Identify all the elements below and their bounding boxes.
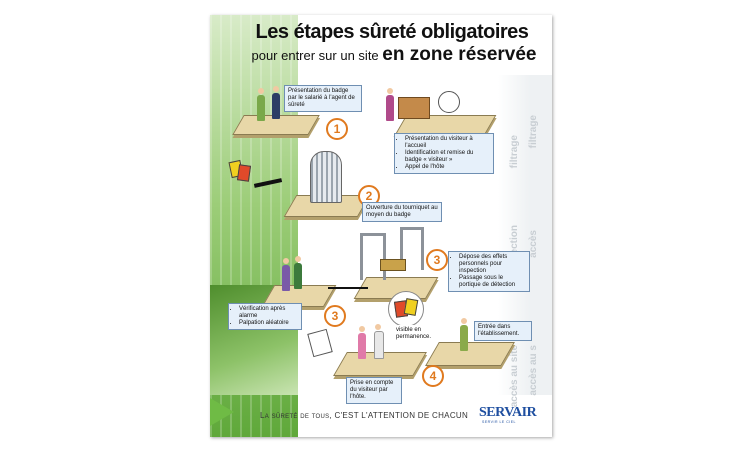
host-portrait-icon	[438, 91, 460, 113]
callout-turnstile: Ouverture du tourniquet au moyen du badg…	[362, 202, 442, 222]
callout-visitor-reception: Présentation du visiteur à l'accueil Ide…	[394, 133, 494, 174]
visitor-figure	[386, 95, 394, 121]
detection-portal-left	[360, 233, 386, 280]
callout-badge-presentation: Présentation du badge par le salarié à l…	[284, 85, 362, 112]
callout-verification: Vérification après alarme Palpation aléa…	[228, 303, 302, 330]
employee-head	[258, 88, 264, 94]
red-badge-icon	[236, 164, 252, 182]
security-agent-head	[273, 86, 279, 92]
host-head	[359, 326, 365, 332]
reception-desk	[398, 97, 430, 119]
step-number-1: 1	[326, 118, 348, 140]
inspected-person-head	[295, 256, 301, 262]
inspection-tray	[380, 259, 406, 271]
step-number-3: 3	[426, 249, 448, 271]
detection-portal-right	[400, 227, 424, 270]
footer-slogan: La sûreté de tous, C'EST L'ATTENTION DE …	[260, 411, 468, 420]
palpation-agent-head	[283, 258, 289, 264]
poster-title-line2: pour entrer sur un site en zone réservée	[238, 44, 550, 66]
side-fade-column	[498, 75, 552, 395]
step-number-4: 4	[422, 365, 444, 387]
entering-visitor-figure	[460, 325, 468, 351]
slogan-start: La sûreté de tous,	[260, 411, 332, 420]
callout-host: Prise en compte du visiteur par l'hôte.	[346, 377, 402, 404]
callout-entry: Entrée dans l'établissement.	[474, 321, 532, 341]
title-prefix: pour entrer sur un site	[251, 48, 379, 63]
palpation-agent-figure	[282, 265, 290, 291]
employee-figure	[257, 95, 265, 121]
poster-title-line1: Les étapes sûreté obligatoires	[255, 21, 529, 43]
title-emphasis: en zone réservée	[382, 44, 537, 65]
side-word-acces-au-site: accès au site	[509, 345, 520, 408]
green-arrow-icon	[210, 398, 234, 426]
side-word-acces-au-s: accès au s	[528, 345, 539, 396]
host-figure	[358, 333, 366, 359]
side-word-filtrage-2: filtrage	[509, 135, 520, 169]
turnstile-icon	[310, 151, 342, 203]
callout-visible: visible en permanence.	[393, 325, 439, 343]
entering-visitor-head	[461, 318, 467, 324]
inspected-person-figure	[294, 263, 302, 289]
servair-tagline: SERVIR LE CIEL	[482, 420, 516, 424]
slogan-end: C'EST L'ATTENTION DE CHACUN	[334, 411, 469, 420]
servair-logo: SERVAIR	[479, 405, 537, 420]
guest-figure	[374, 331, 384, 359]
side-word-filtrage: filtrage	[528, 115, 539, 149]
platform-step-4b	[425, 342, 515, 366]
guest-head	[375, 324, 381, 330]
connector-line	[328, 287, 368, 289]
security-agent-figure	[272, 93, 280, 119]
step-number-3-verification: 3	[324, 305, 346, 327]
visitor-head	[387, 88, 393, 94]
security-poster: Les étapes sûreté obligatoires pour entr…	[210, 15, 552, 437]
callout-inspection: Dépose des effets personnels pour inspec…	[448, 251, 530, 292]
